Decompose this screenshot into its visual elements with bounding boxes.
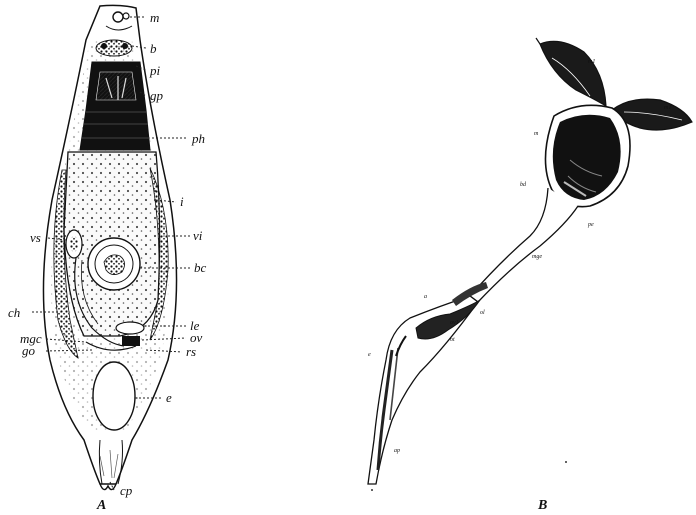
label-pe: pe — [587, 222, 594, 228]
label-e: e — [166, 390, 172, 405]
label-a: a — [424, 294, 427, 300]
label-ol: ol — [480, 310, 485, 316]
label-gp: gp — [150, 88, 164, 103]
figure-b: m1 m1 m bd pe mge a ov1 ol ot e ap B — [368, 38, 692, 513]
label-ph: ph — [191, 131, 205, 146]
label-ch: ch — [8, 305, 20, 320]
label-mge: mge — [532, 254, 542, 260]
upper-lobe — [540, 41, 606, 106]
label-vs: vs — [30, 230, 41, 245]
label-m1-upper: m1 — [588, 59, 595, 65]
label-bd: bd — [520, 182, 527, 188]
caudal-papillae — [100, 484, 116, 490]
ovary — [116, 322, 144, 334]
label-ap: ap — [394, 448, 400, 454]
label-pi: pi — [149, 63, 161, 78]
egg — [93, 362, 135, 430]
label-bc: bc — [194, 260, 207, 275]
label-m1-right: m1 — [664, 105, 671, 111]
label-e: e — [368, 352, 371, 358]
label-ov1: ov1 — [450, 320, 459, 326]
label-go: go — [22, 343, 36, 358]
label-b: b — [150, 41, 157, 56]
label-vi: vi — [193, 228, 203, 243]
label-m: m — [534, 131, 539, 137]
label-ot: ot — [450, 337, 455, 343]
panel-label-a: A — [96, 498, 106, 513]
label-i: i — [180, 194, 184, 209]
label-m: m — [150, 10, 159, 25]
panel-label-b: B — [537, 498, 547, 513]
label-ov: ov — [190, 330, 203, 345]
figure-a: m b pi gp ph i vs vi bc ch le mgc ov go … — [8, 5, 207, 513]
label-cp: cp — [120, 483, 133, 498]
label-rs: rs — [186, 344, 196, 359]
